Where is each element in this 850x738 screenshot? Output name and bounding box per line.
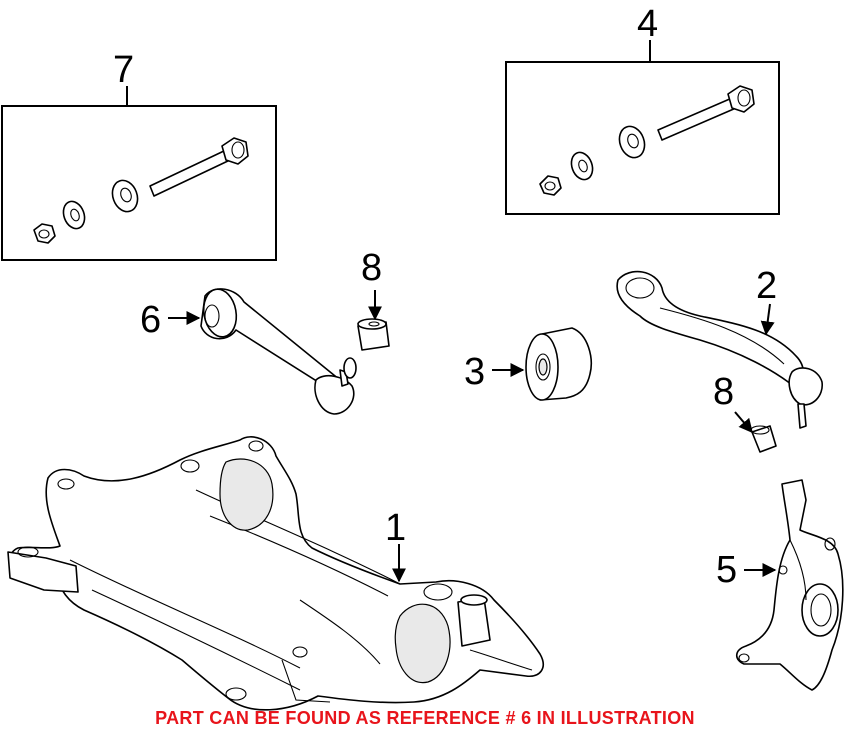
washer-icon [570,151,594,181]
bolt-icon [149,137,249,197]
callout-8-top: 8 [361,247,382,289]
subframe-1: 1 [7,436,544,711]
steering-knuckle-5: 5 [716,479,844,691]
leader-arrow-8-right [734,411,753,434]
bushing-8b: 8 [713,371,777,453]
leader-arrow-2 [760,303,775,336]
callout-6: 6 [140,299,161,341]
callout-5: 5 [716,549,737,591]
callout-4: 4 [637,3,658,45]
eccentric-washer-icon [111,179,139,213]
callout-3: 3 [464,351,485,393]
eccentric-washer-icon [618,125,646,159]
reference-note: PART CAN BE FOUND AS REFERENCE # 6 IN IL… [155,708,695,728]
bushing-8a: 8 [357,247,390,351]
bolt-icon [657,85,755,141]
washer-icon [62,200,86,230]
callout-7: 7 [113,49,134,91]
hardware-kit-7: 7 [1,49,277,261]
bushing-3: 3 [464,327,592,401]
control-arm-6: 6 [140,288,357,415]
nut-icon [539,175,562,196]
callout-1: 1 [385,507,406,549]
callout-8-right: 8 [713,371,734,413]
control-arm-2: 2 [616,265,823,429]
hardware-kit-4: 4 [505,3,780,215]
callout-2: 2 [756,265,777,307]
nut-icon [33,223,56,244]
